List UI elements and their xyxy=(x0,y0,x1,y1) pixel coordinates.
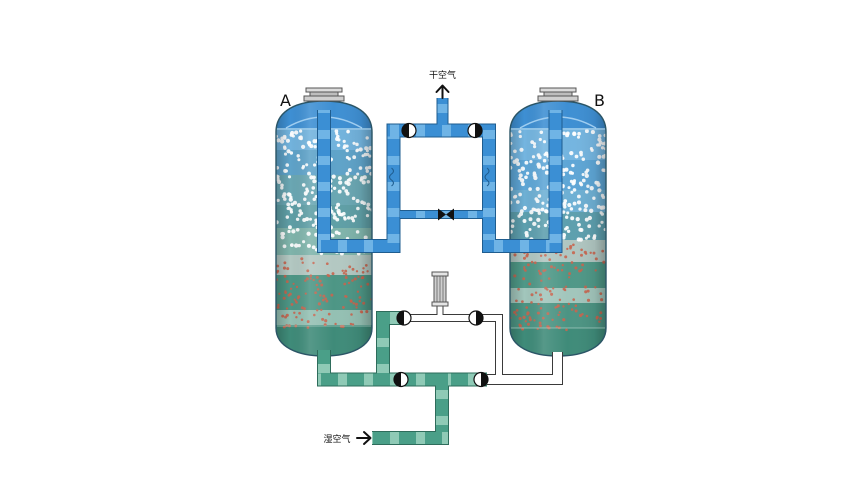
flange-top-plate xyxy=(539,87,577,93)
wet-air-inlet-pipe xyxy=(372,432,448,444)
left-orifice-mark xyxy=(389,167,394,187)
right-riser-pipe xyxy=(483,124,495,252)
wet-air-label: 湿空气 xyxy=(323,433,350,445)
tower-a-outlet-pipe xyxy=(318,240,400,252)
left-riser-pipe xyxy=(387,124,400,252)
valves xyxy=(393,122,489,388)
dry-air-outlet-pipe xyxy=(437,98,448,125)
valve-disc xyxy=(481,372,488,387)
exhaust-valve-left xyxy=(396,310,412,326)
wet-air-inlet-riser xyxy=(436,373,448,444)
dry-air-arrow-icon xyxy=(435,84,450,99)
exhaust-line-outline xyxy=(410,314,503,380)
regeneration-piping xyxy=(410,304,563,385)
tower-b-outline xyxy=(509,100,607,357)
flange-base xyxy=(303,95,345,102)
flange-neck xyxy=(543,91,573,97)
dry-air-label: 干空气 xyxy=(429,69,456,81)
arrow-up-icon xyxy=(435,84,450,99)
flange-neck xyxy=(309,91,339,97)
wet-air-piping xyxy=(317,311,487,445)
inlet-valve-left xyxy=(393,371,409,388)
tower-b-bottom-pipe xyxy=(487,352,562,384)
tower-b-label: B xyxy=(594,91,605,110)
valve-disc xyxy=(397,311,404,325)
check-valve-top-left xyxy=(401,122,417,139)
silencer-bottom-cap xyxy=(431,301,449,307)
flange-base xyxy=(537,95,579,102)
purge-valve xyxy=(438,208,454,221)
valve-disc xyxy=(475,123,482,138)
tower-a-inner-pipe xyxy=(318,110,330,252)
flange-top-plate xyxy=(305,87,343,93)
tower-a-outline xyxy=(275,100,373,357)
valve-disc xyxy=(402,123,409,138)
tower-b-inner-pipe xyxy=(549,110,562,252)
arrow-right-icon xyxy=(356,431,372,445)
inlet-valve-right xyxy=(473,371,489,388)
silencer-top-cap xyxy=(431,271,449,277)
right-orifice-mark xyxy=(484,167,490,187)
wet-air-arrow-icon xyxy=(356,431,372,445)
tower-b-flange xyxy=(537,87,579,102)
check-valve-top-right xyxy=(467,122,483,139)
exhaust-line-pipe xyxy=(410,315,502,380)
wet-air-riser-pipe xyxy=(377,312,389,386)
tower-a-flange xyxy=(303,87,345,102)
valve-disc xyxy=(476,311,483,325)
valve-left-wing xyxy=(438,208,446,221)
valve-disc xyxy=(394,372,401,387)
wet-air-inlet-outline xyxy=(372,379,449,445)
silencer xyxy=(431,271,449,307)
exhaust-valve-right xyxy=(468,310,484,326)
valve-right-wing xyxy=(446,208,454,221)
tower-b-outlet-pipe xyxy=(483,240,562,252)
tower-a-label: A xyxy=(280,91,291,110)
